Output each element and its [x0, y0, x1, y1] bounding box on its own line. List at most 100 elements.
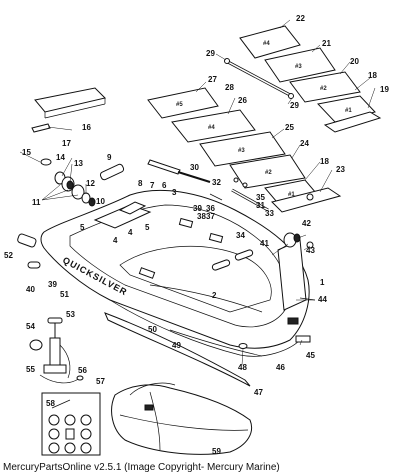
svg-text:#4: #4: [208, 125, 215, 131]
leader-lines: [19, 19, 376, 366]
part-55: 55: [26, 365, 35, 374]
part-12: 12: [86, 179, 95, 188]
part-30: 30: [190, 163, 199, 172]
part-15: 15: [22, 148, 31, 157]
valve-parts: [40, 158, 96, 207]
part-37: 37: [206, 212, 215, 221]
hose-56: [39, 374, 84, 384]
rod-33: [231, 188, 269, 212]
part-42: 42: [302, 219, 311, 228]
part-54: 54: [26, 322, 35, 331]
valve-assembly-42: [283, 232, 314, 249]
part-5b: 5: [145, 223, 150, 232]
part-39a: 39: [193, 204, 202, 213]
part-33: 33: [265, 209, 274, 218]
svg-text:#1: #1: [345, 108, 352, 114]
part-24: 24: [300, 139, 309, 148]
part-47: 47: [254, 388, 263, 397]
seat-16: [34, 87, 106, 119]
part-8: 8: [138, 179, 143, 188]
seat-strap-17: [31, 123, 51, 133]
part-16: 16: [82, 123, 91, 132]
part-36: 36: [206, 204, 215, 213]
floorboard-5: #5: [147, 87, 219, 119]
part-28: 28: [225, 83, 234, 92]
part-5a: 5: [80, 223, 85, 232]
part-7: 7: [150, 181, 155, 190]
part-11: 11: [32, 198, 41, 207]
part-48: 48: [238, 363, 247, 372]
svg-text:#2: #2: [265, 170, 272, 176]
part-38: 38: [197, 212, 206, 221]
svg-text:#3: #3: [295, 64, 302, 70]
floorboard-lower-4: #4: [171, 109, 256, 143]
part-27: 27: [208, 75, 217, 84]
part-13: 13: [74, 159, 83, 168]
floorboard-upper-3: #3: [264, 47, 336, 83]
part-58: 58: [46, 399, 55, 408]
part-17: 17: [62, 139, 71, 148]
part-29a: 29: [206, 49, 215, 58]
floorboard-upper-4: #4: [239, 25, 301, 59]
svg-text:#2: #2: [320, 86, 327, 92]
part-number-labels: 1 2 3 4 4 5 5 6 7 8 9 10 11 12 13 14 15 …: [4, 14, 389, 456]
part-59: 59: [212, 447, 221, 456]
stern-bracket-44: [299, 297, 316, 301]
part-26: 26: [238, 96, 247, 105]
floorboard-upper-2: #2: [289, 71, 361, 103]
part-49: 49: [172, 341, 181, 350]
part-4a: 4: [113, 236, 118, 245]
tube-cap-52: [17, 233, 37, 248]
svg-text:#3: #3: [238, 148, 245, 154]
part-41: 41: [260, 239, 269, 248]
part-32: 32: [212, 178, 221, 187]
part-22: 22: [296, 14, 305, 23]
part-20: 20: [350, 57, 359, 66]
part-3: 3: [172, 188, 177, 197]
part-52: 52: [4, 251, 13, 260]
floorboard-lower-2: #2: [229, 154, 306, 189]
part-25: 25: [285, 123, 294, 132]
storage-bag-59: [111, 382, 253, 455]
oar-30: [147, 159, 211, 183]
part-1: 1: [320, 278, 325, 287]
part-18b: 18: [320, 157, 329, 166]
part-50: 50: [148, 325, 157, 334]
part-2: 2: [212, 291, 217, 300]
rub-strip-47: [104, 312, 251, 387]
adapter-54: [29, 339, 43, 351]
image-copyright-footer: MercuryPartsOnline v2.5.1 (Image Copyrig…: [3, 462, 280, 473]
part-43: 43: [306, 246, 315, 255]
part-45: 45: [306, 351, 315, 360]
part-14: 14: [56, 153, 65, 162]
part-40: 40: [26, 285, 35, 294]
part-51: 51: [60, 290, 69, 299]
part-19: 19: [380, 85, 389, 94]
part-46: 46: [276, 363, 285, 372]
clip-40: [27, 261, 41, 269]
paddle-holder-9: [99, 163, 125, 181]
part-31: 31: [256, 201, 265, 210]
pump-53: [43, 317, 71, 379]
part-44: 44: [318, 295, 327, 304]
part-34: 34: [236, 231, 245, 240]
part-4b: 4: [128, 228, 133, 237]
part-53: 53: [66, 310, 75, 319]
floorboard-lower-3: #3: [199, 131, 286, 167]
inflatable-boat-hull: QUICKSILVER: [40, 189, 311, 357]
part-23: 23: [336, 165, 345, 174]
svg-text:#1: #1: [288, 192, 295, 198]
svg-text:#4: #4: [263, 41, 270, 47]
part-57: 57: [96, 377, 105, 386]
svg-text:#5: #5: [176, 102, 183, 108]
part-21: 21: [322, 39, 331, 48]
pins-31-32-35: [209, 177, 248, 201]
part-9: 9: [107, 153, 112, 162]
transom-wedge-23: [271, 187, 342, 213]
part-56: 56: [78, 366, 87, 375]
part-18a: 18: [368, 71, 377, 80]
part-39b: 39: [48, 280, 57, 289]
repair-kit-57: [41, 392, 101, 456]
part-6: 6: [162, 181, 167, 190]
